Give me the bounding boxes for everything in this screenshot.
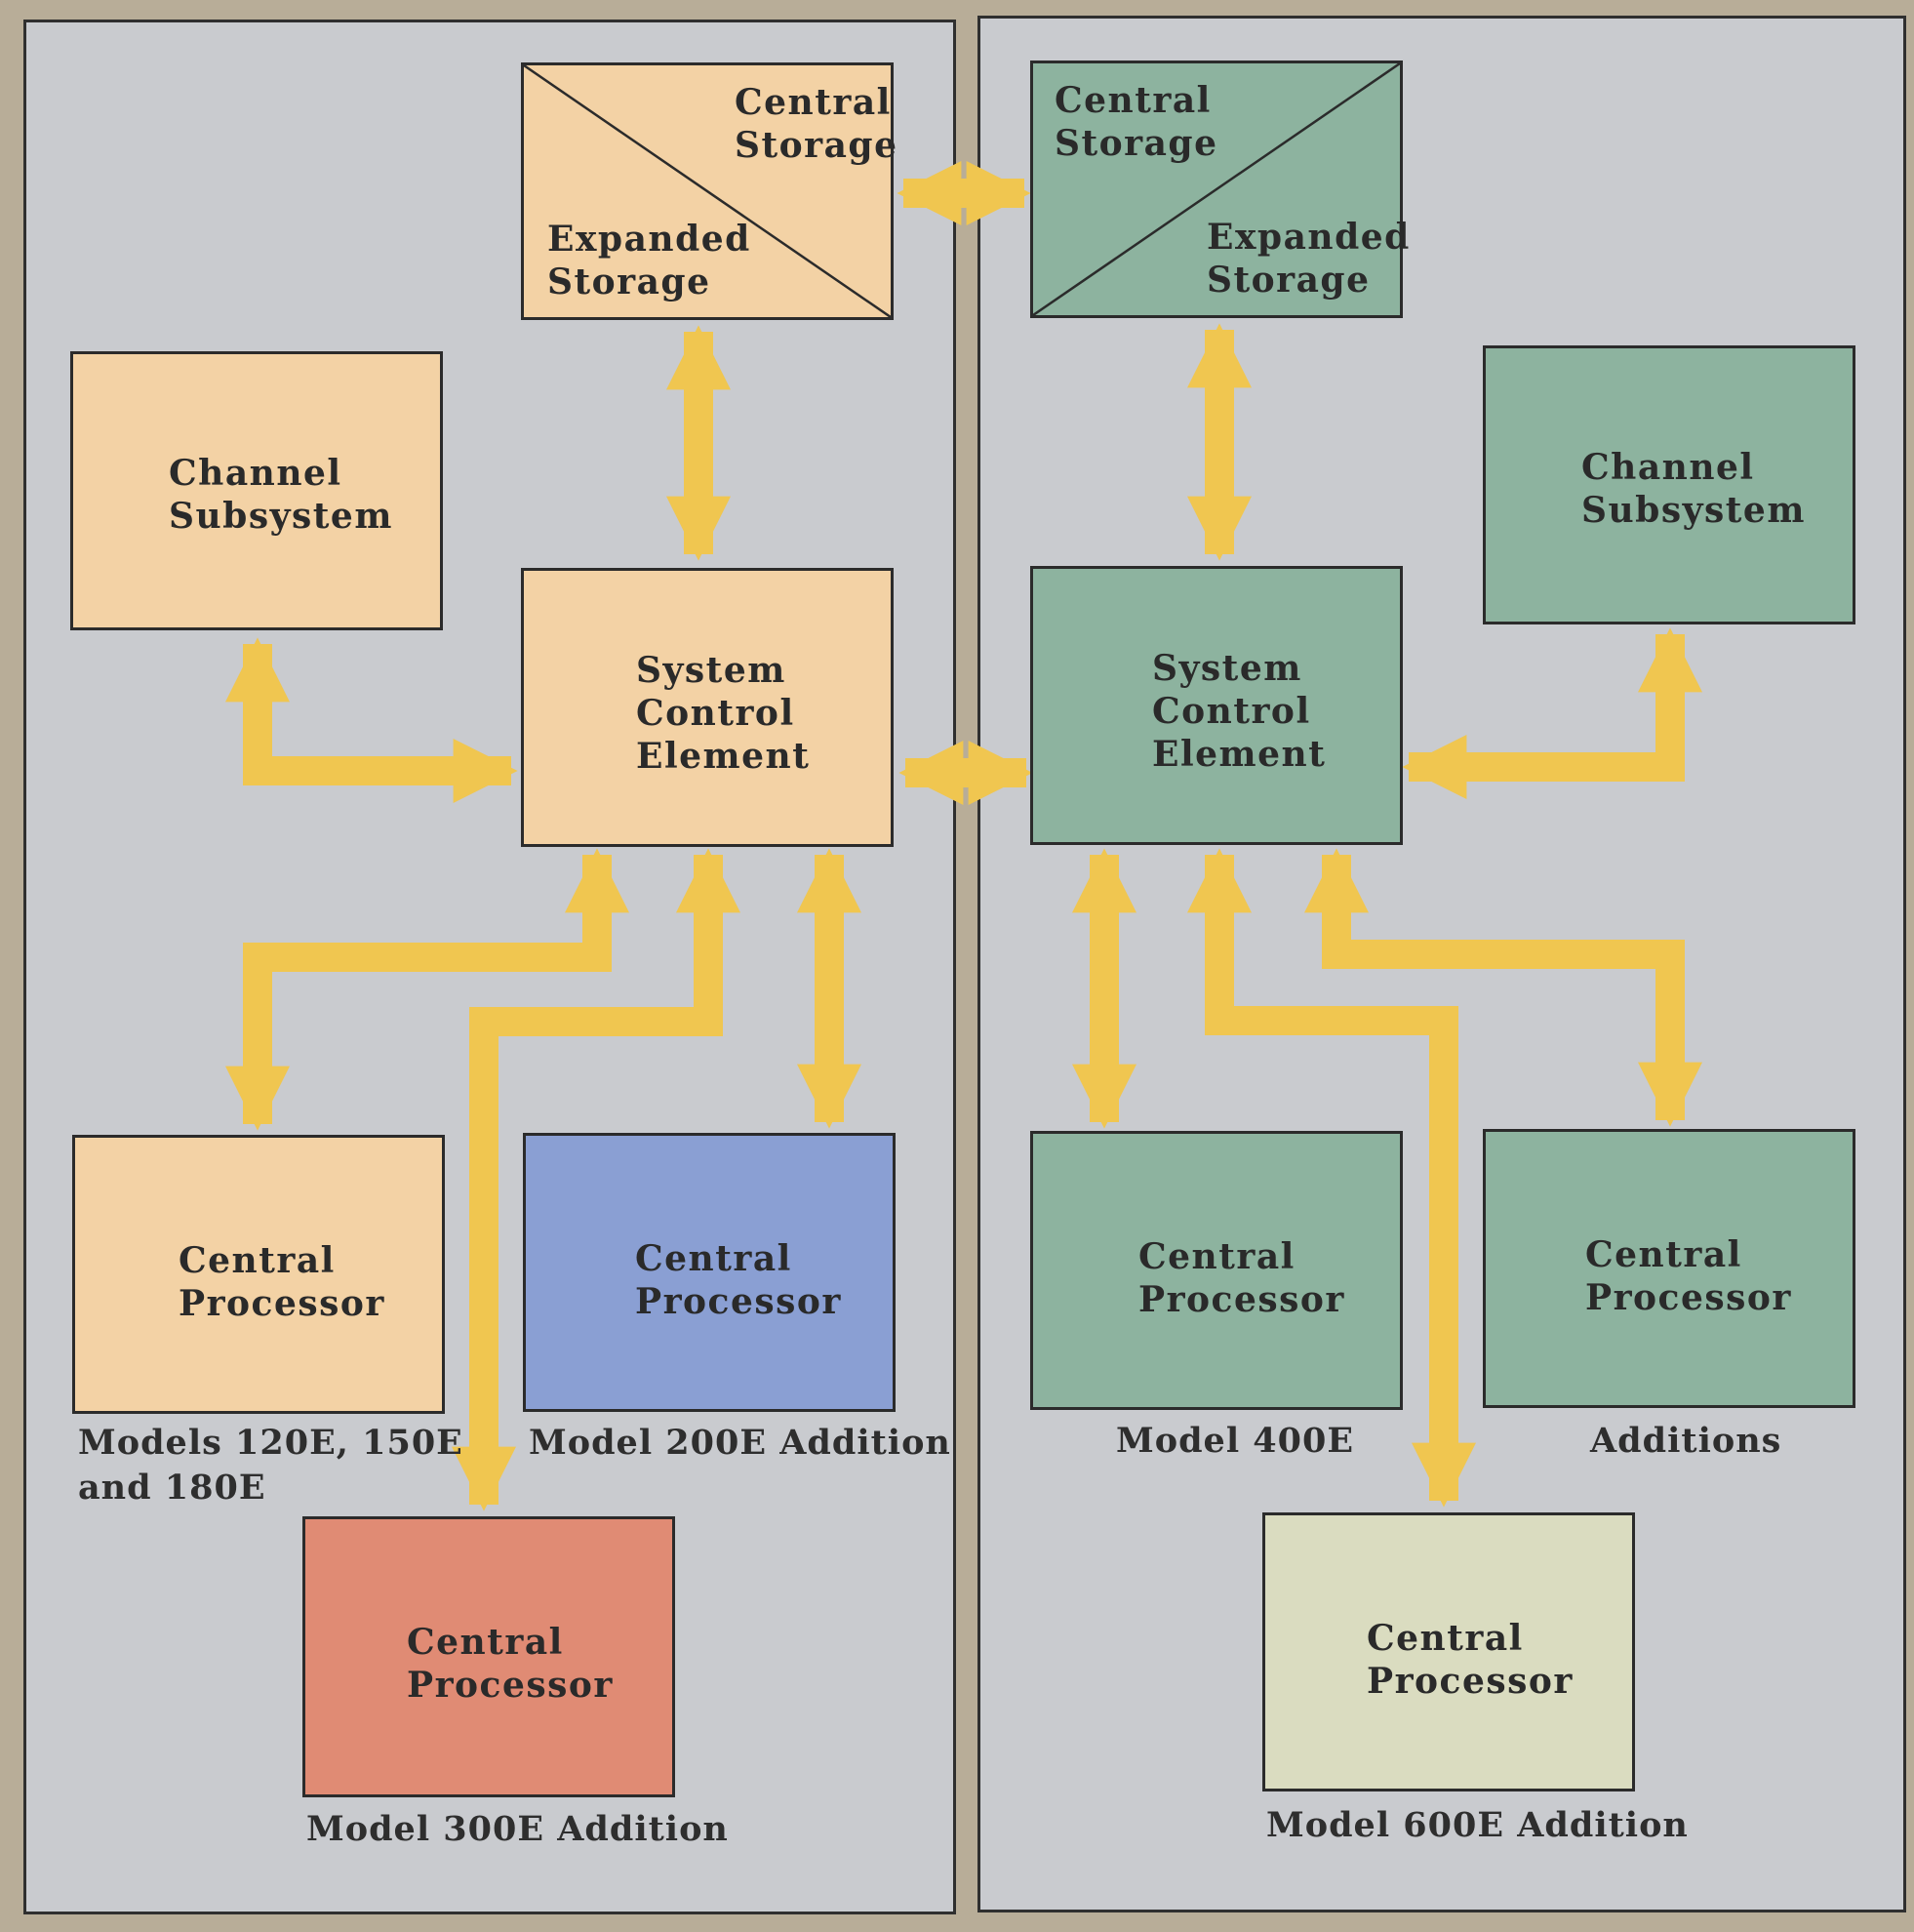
expanded-storage-label: Expanded Storage — [547, 219, 751, 302]
arrow-right-channel-sce — [1402, 627, 1703, 800]
central-storage-label: Central Storage — [1055, 80, 1218, 164]
central-processor-label: Central Processor — [179, 1240, 385, 1324]
caption-models-120e-150e-180e: Models 120E, 150E and 180E — [78, 1423, 463, 1508]
caption-model-200e-addition: Model 200E Addition — [529, 1423, 951, 1463]
system-control-element-label: System Control Element — [1152, 648, 1327, 775]
left-central-processor-base: Central Processor — [72, 1135, 445, 1414]
storage-divider-line — [524, 65, 891, 317]
right-central-processor-400e: Central Processor — [1030, 1131, 1403, 1410]
right-system-control-element-box: System Control Element — [1030, 566, 1403, 845]
storage-divider-line — [1033, 63, 1400, 315]
right-channel-subsystem-box: Channel Subsystem — [1483, 345, 1855, 624]
central-processor-label: Central Processor — [407, 1622, 614, 1706]
caption-additions: Additions — [1590, 1421, 1782, 1461]
caption-model-300e-addition: Model 300E Addition — [306, 1809, 729, 1849]
central-storage-label: Central Storage — [735, 82, 898, 166]
right-central-processor-additions: Central Processor — [1483, 1129, 1855, 1408]
channel-subsystem-label: Channel Subsystem — [169, 453, 393, 537]
channel-subsystem-label: Channel Subsystem — [1581, 447, 1806, 531]
arrow-left-sce-cp1 — [224, 848, 630, 1131]
system-control-element-label: System Control Element — [636, 650, 811, 777]
arrow-right-sce-cpadd — [1303, 848, 1703, 1127]
left-central-processor-300e: Central Processor — [302, 1516, 675, 1797]
left-central-processor-200e: Central Processor — [523, 1133, 896, 1412]
arrow-left-sce-cp300 — [451, 848, 741, 1511]
right-central-processor-600e: Central Processor — [1262, 1512, 1635, 1791]
central-processor-label: Central Processor — [1138, 1236, 1345, 1320]
right-storage-box: Central Storage Expanded Storage — [1030, 60, 1409, 318]
caption-model-400e: Model 400E — [1116, 1421, 1355, 1461]
caption-model-600e-addition: Model 600E Addition — [1266, 1805, 1689, 1845]
arrow-left-channel-sce — [224, 637, 518, 804]
central-processor-label: Central Processor — [635, 1238, 842, 1322]
left-system-control-element-box: System Control Element — [521, 568, 894, 847]
left-channel-subsystem-box: Channel Subsystem — [70, 351, 443, 630]
left-storage-box: Central Storage Expanded Storage — [521, 62, 897, 320]
expanded-storage-label: Expanded Storage — [1207, 217, 1411, 301]
central-processor-label: Central Processor — [1585, 1234, 1792, 1318]
central-processor-label: Central Processor — [1367, 1618, 1574, 1702]
